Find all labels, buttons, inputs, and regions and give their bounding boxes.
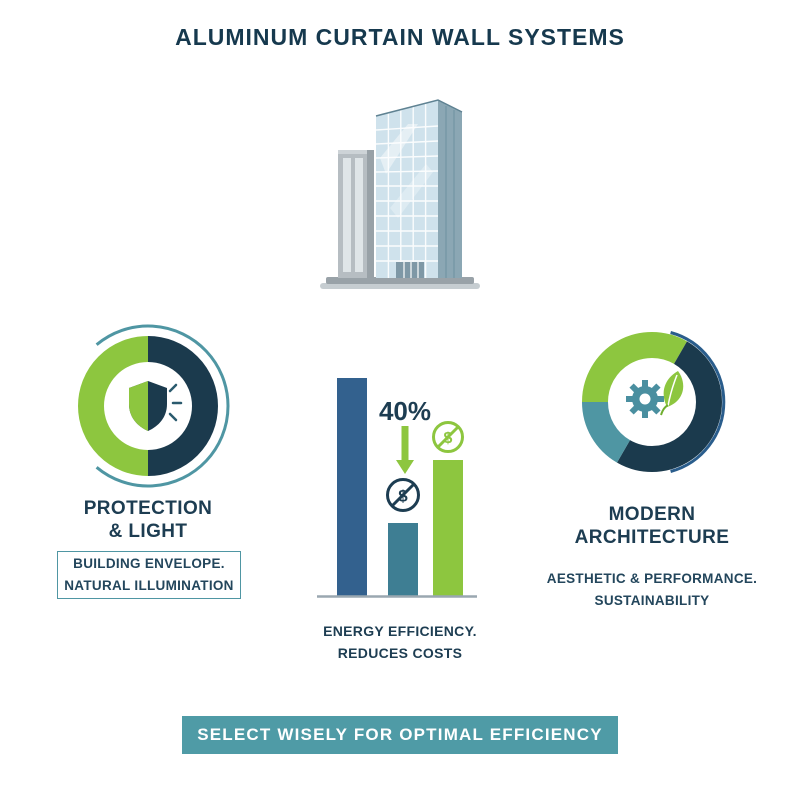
bar-savings [433,460,463,596]
protection-ring-chart [53,311,243,501]
building-illustration [320,86,480,292]
architecture-caption-line1: AESTHETIC & PERFORMANCE. [546,571,758,586]
percent-label: 40% [379,396,431,426]
protection-heading: PROTECTION & LIGHT [48,497,248,543]
protection-caption-box: BUILDING ENVELOPE. NATURAL ILLUMINATION [57,551,241,599]
no-cost-green-icon: $ [432,421,464,453]
energy-caption-line1: ENERGY EFFICIENCY. [323,623,477,639]
ground-shadow [320,283,480,289]
side-building [338,150,374,278]
page-title: ALUMINUM CURTAIN WALL SYSTEMS [175,24,625,50]
bar-cost-baseline [337,378,367,596]
gear-leaf-icon [626,371,684,418]
architecture-heading-line1: MODERN [608,504,696,525]
architecture-ring-chart [557,307,747,497]
ring-dark-segment [147,336,218,476]
main-tower [375,99,463,278]
architecture-caption-line2: SUSTAINABILITY [594,592,710,608]
energy-caption-line2: REDUCES COSTS [337,645,463,662]
shield-icon [129,381,183,431]
ring-teal-segment [581,401,631,463]
no-cost-dark-icon: $ [386,478,420,512]
glass-tower-icon [320,99,480,289]
gear-icon [626,380,664,418]
leaf-icon [660,371,684,416]
protection-heading-line1: PROTECTION [83,498,213,519]
protection-caption-line1: BUILDING ENVELOPE. [73,556,225,572]
outer-thin-arc [95,324,230,488]
architecture-heading: MODERN ARCHITECTURE [542,503,762,549]
architecture-caption: AESTHETIC & PERFORMANCE. SUSTAINABILITY [532,568,772,611]
down-arrow-icon [396,426,414,474]
protection-heading-line2: & LIGHT [108,521,188,543]
outer-thin-arc [670,331,726,473]
energy-bar-chart: 40% $ $ [315,368,485,608]
protection-caption-line2: NATURAL ILLUMINATION [64,578,234,593]
light-rays-icon [168,383,183,422]
footer-banner-label: SELECT WISELY FOR OPTIMAL EFFICIENCY [197,725,603,744]
ground-base [326,277,474,284]
energy-caption: ENERGY EFFICIENCY. REDUCES COSTS [290,620,510,665]
footer-banner: SELECT WISELY FOR OPTIMAL EFFICIENCY [182,716,618,754]
bar-cost-reduced [388,523,418,596]
ring-dark-segment [617,341,723,473]
ring-green-segment [78,336,149,476]
ring-green-segment [582,331,687,403]
architecture-heading-line2: ARCHITECTURE [574,527,730,549]
